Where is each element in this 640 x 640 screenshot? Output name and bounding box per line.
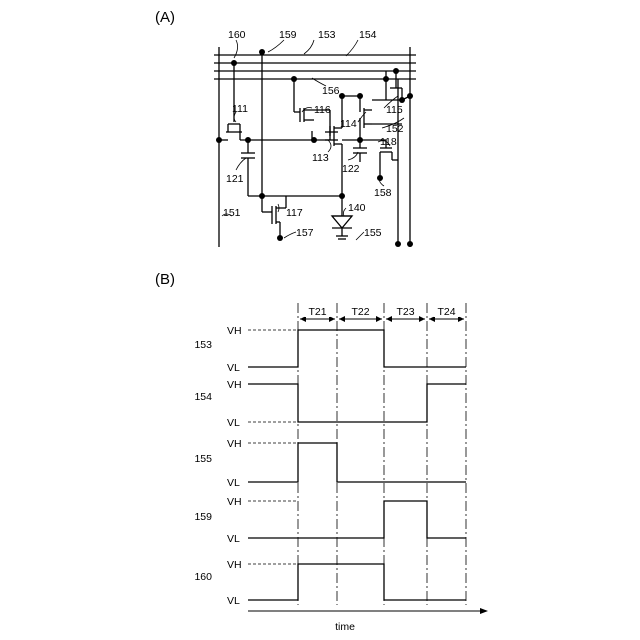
label-159: 159 xyxy=(279,29,297,41)
panel-b-label: (B) xyxy=(155,271,175,288)
label-114: 114 xyxy=(340,118,357,130)
signal-waveform xyxy=(248,384,466,422)
vh-label: VH xyxy=(227,496,242,508)
time-axis-arrow xyxy=(480,608,488,614)
vl-label: VL xyxy=(227,533,240,545)
signal-name: 155 xyxy=(194,453,212,465)
arrow-head-right xyxy=(376,316,382,322)
label-153: 153 xyxy=(318,29,336,41)
vl-label: VL xyxy=(227,477,240,489)
label-115: 115 xyxy=(386,104,403,116)
label-117: 117 xyxy=(286,207,303,219)
vh-label: VH xyxy=(227,379,242,391)
signal-name: 160 xyxy=(194,571,212,583)
vh-label: VH xyxy=(227,438,242,450)
label-158: 158 xyxy=(374,187,392,199)
period-label: T21 xyxy=(308,306,326,318)
vh-label: VH xyxy=(227,325,242,337)
signal-waveform xyxy=(248,564,466,600)
signal-waveform xyxy=(248,501,466,538)
label-160: 160 xyxy=(228,29,246,41)
signal-waveform xyxy=(248,443,466,482)
timing-diagram: T21T22T23T24153VHVL154VHVL155VHVL159VHVL… xyxy=(194,303,488,633)
period-label: T23 xyxy=(396,306,414,318)
time-axis-label: time xyxy=(335,621,355,633)
label-121: 121 xyxy=(226,173,244,185)
vl-label: VL xyxy=(227,362,240,374)
period-label: T24 xyxy=(437,306,455,318)
arrow-head-right xyxy=(419,316,425,322)
signal-name: 159 xyxy=(194,511,212,523)
label-140: 140 xyxy=(348,202,366,214)
label-157: 157 xyxy=(296,227,314,239)
label-118: 118 xyxy=(380,136,397,148)
label-154: 154 xyxy=(359,29,377,41)
signal-waveform xyxy=(248,330,466,367)
label-152: 152 xyxy=(386,123,404,135)
label-155: 155 xyxy=(364,227,382,239)
arrow-head-left xyxy=(339,316,345,322)
arrow-head-left xyxy=(386,316,392,322)
panel-a-label: (A) xyxy=(155,9,175,26)
label-111: 111 xyxy=(232,103,248,115)
label-122: 122 xyxy=(342,163,360,175)
vl-label: VL xyxy=(227,595,240,607)
label-116: 116 xyxy=(314,104,331,116)
signal-name: 153 xyxy=(194,339,212,351)
vl-label: VL xyxy=(227,417,240,429)
label-151: 151 xyxy=(223,207,241,219)
signal-name: 154 xyxy=(194,391,212,403)
vh-label: VH xyxy=(227,559,242,571)
label-156: 156 xyxy=(322,85,340,97)
label-113: 113 xyxy=(312,152,329,164)
period-label: T22 xyxy=(351,306,369,318)
